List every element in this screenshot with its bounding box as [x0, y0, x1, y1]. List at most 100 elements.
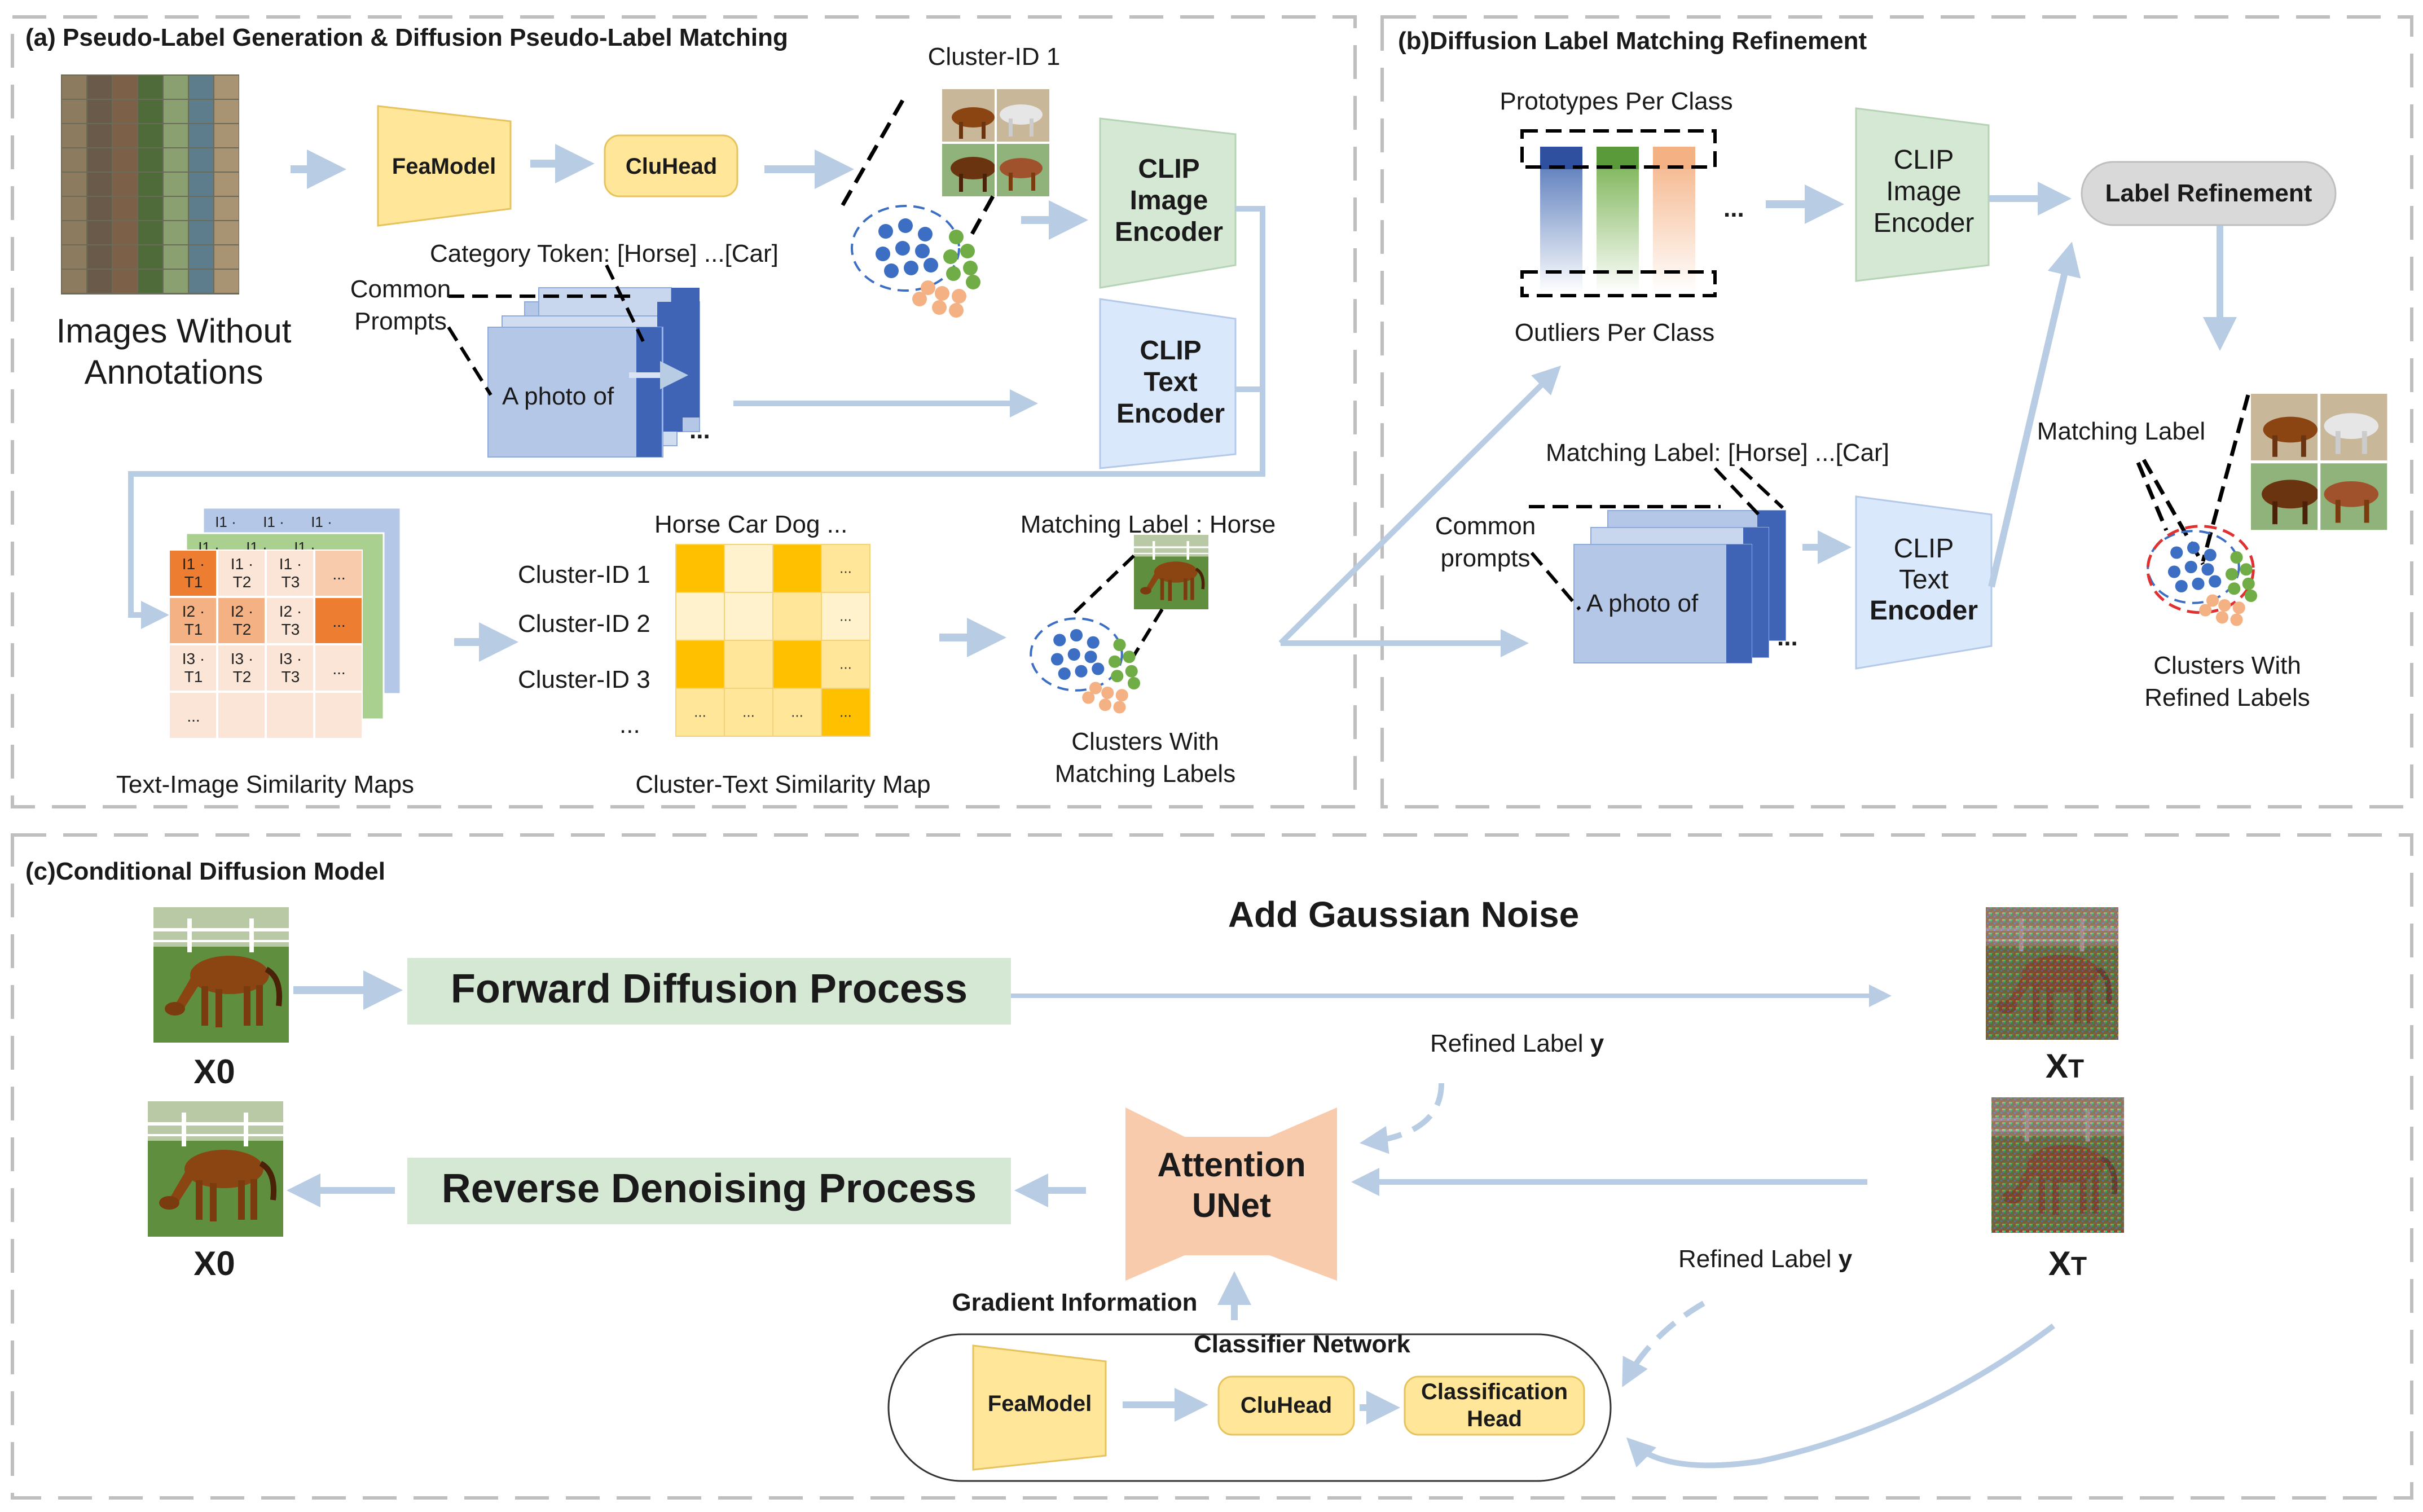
clusters-caption-b-1: Clusters With	[2153, 652, 2301, 679]
refined-label-bottom: Refined Label y	[1678, 1245, 1852, 1274]
reverse-denoising-bar	[407, 1158, 1011, 1224]
reverse-denoising-label: Reverse Denoising Process	[441, 1166, 977, 1211]
sim-map-cell-text: I2 ·	[182, 603, 205, 620]
attention-unet-label-1: Attention	[1157, 1146, 1306, 1184]
matching-label-b: Matching Label	[2037, 417, 2206, 445]
matching-label-tokens: Matching Label: [Horse] ...[Car]	[1546, 439, 1889, 467]
map-row-1: Cluster-ID 1	[518, 561, 650, 588]
sim-map-cell-text: T1	[184, 668, 203, 685]
similarity-cell-ellipsis: ...	[839, 560, 852, 577]
noisy-horse-photo	[1986, 907, 2118, 1040]
panel-c-border	[11, 833, 2413, 1500]
clip-text-encoder-label-2: Text	[1144, 367, 1198, 397]
map-row-2: Cluster-ID 2	[518, 610, 650, 638]
clip-image-encoder-b-label-2: Image	[1886, 177, 1962, 206]
x0-label-bottom: X0	[194, 1245, 235, 1282]
clip-text-encoder-label-1: CLIP	[1140, 336, 1202, 366]
sim-map-cell-text: I3 ·	[231, 650, 253, 667]
common-prompts-b-2: prompts	[1440, 544, 1531, 572]
clip-image-encoder-b-label-3: Encoder	[1873, 208, 1975, 238]
sim-map-cell-text: ...	[187, 707, 200, 725]
common-prompts-b-1: Common	[1435, 512, 1536, 540]
xt-sub: T	[2070, 1251, 2087, 1281]
refined-label-y: y	[1838, 1245, 1853, 1273]
clip-image-encoder-label-2: Image	[1129, 186, 1208, 216]
common-prompts-label-1: Common	[350, 275, 451, 303]
connector	[128, 206, 1265, 629]
gradient-information-label: Gradient Information	[952, 1289, 1198, 1316]
similarity-cell-ellipsis: ...	[839, 656, 852, 673]
xt-sub: T	[2068, 1054, 2085, 1083]
clusters-caption-b-2: Refined Labels	[2144, 684, 2310, 711]
sim-map-cell-text: I2 ·	[231, 603, 253, 620]
refined-label-text: Refined Label	[1678, 1245, 1832, 1273]
attention-unet-notch	[1125, 1107, 1337, 1281]
feamodel-block	[377, 105, 512, 227]
clip-text-encoder-a	[1099, 298, 1237, 469]
similarity-cell-ellipsis: ...	[791, 704, 803, 720]
cluster-scatter-icon	[2146, 525, 2258, 626]
sim-map-cell-text: I1 ·	[231, 555, 253, 573]
attention-unet-label-2: UNet	[1191, 1186, 1272, 1224]
map-row-4: ...	[619, 711, 640, 739]
similarity-cell-ellipsis: ...	[839, 704, 852, 720]
forward-diffusion-bar	[407, 958, 1011, 1025]
arrow	[1626, 1323, 2055, 1469]
images-caption-line1: Images Without	[56, 312, 292, 350]
label-refinement-label: Label Refinement	[2105, 179, 2312, 207]
clip-image-encoder-a	[1099, 117, 1237, 289]
common-prompts-label-2: Prompts	[354, 307, 447, 335]
category-token-label: Category Token: [Horse] ...[Car]	[430, 240, 779, 267]
a-photo-of-b-label: A photo of	[1586, 590, 1699, 617]
sim-map-cell-text: T2	[233, 668, 252, 685]
panel-b-title: (b)Diffusion Label Matching Refinement	[1398, 27, 1867, 55]
prototypes-ellipsis: ...	[1723, 195, 1744, 222]
refined-label-top: Refined Label y	[1430, 1030, 1604, 1058]
panel-b-border	[1380, 15, 2413, 808]
sim-map-cell-text: T3	[282, 668, 300, 685]
xt-base: X	[2048, 1245, 2071, 1282]
sim-map-cell-text: I2 ·	[279, 603, 302, 620]
map-caption: Cluster-Text Similarity Map	[635, 771, 931, 798]
sim-map-cell-text: I3 ·	[182, 650, 205, 667]
a-photo-of-label: A photo of	[502, 383, 614, 410]
panel-a-border	[11, 15, 1357, 808]
arrow	[1622, 1300, 1705, 1387]
arrow	[1278, 365, 1562, 645]
clip-image-encoder-label-1: CLIP	[1138, 154, 1200, 184]
prototypes-label: Prototypes Per Class	[1499, 87, 1733, 115]
sim-map-cell-text: I1 ·	[279, 555, 302, 573]
sim-map-cell-text: I3 ·	[279, 650, 302, 667]
stack-ellipsis-b: ...	[1777, 623, 1798, 651]
sim-map-back-cell: I1 ·	[215, 513, 236, 530]
arrow	[1360, 1083, 1444, 1154]
sim-map-cell-text: T3	[282, 573, 300, 591]
sim-map-back-cell: I1 ·	[311, 513, 332, 530]
cluster-scatter-icon	[1030, 617, 1141, 714]
xt-label-bottom: XT	[2048, 1244, 2087, 1283]
xt-label-top: XT	[2046, 1047, 2084, 1085]
cluster-text-similarity-map: .....................	[675, 544, 870, 737]
stack-ellipsis: ...	[689, 416, 710, 444]
prototypes-bars	[1520, 129, 1717, 297]
text-image-caption: Text-Image Similarity Maps	[116, 771, 415, 798]
feamodel-label-c: FeaModel	[987, 1391, 1092, 1416]
cluhead-block	[604, 134, 738, 197]
similarity-cell-ellipsis: ...	[742, 704, 755, 720]
sim-map-cell-text: ...	[332, 613, 345, 630]
xt-base: X	[2045, 1047, 2068, 1085]
sim-map-cell-text: I1 ·	[182, 555, 205, 573]
sim-map-cell-text: T2	[233, 573, 252, 591]
map-header: Horse Car Dog ...	[654, 511, 848, 538]
cluhead-label: CluHead	[625, 154, 718, 179]
clip-text-encoder-b-label-3: Encoder	[1869, 596, 1978, 626]
classification-head-label-1: Classification	[1421, 1379, 1568, 1404]
clip-text-encoder-label-3: Encoder	[1116, 399, 1225, 429]
panel-a-title: (a) Pseudo-Label Generation & Diffusion …	[25, 24, 788, 51]
feamodel-block-c	[972, 1344, 1107, 1471]
label-refinement-pill	[2081, 161, 2337, 226]
forward-diffusion-label: Forward Diffusion Process	[450, 966, 968, 1012]
arrow	[1988, 241, 2081, 588]
